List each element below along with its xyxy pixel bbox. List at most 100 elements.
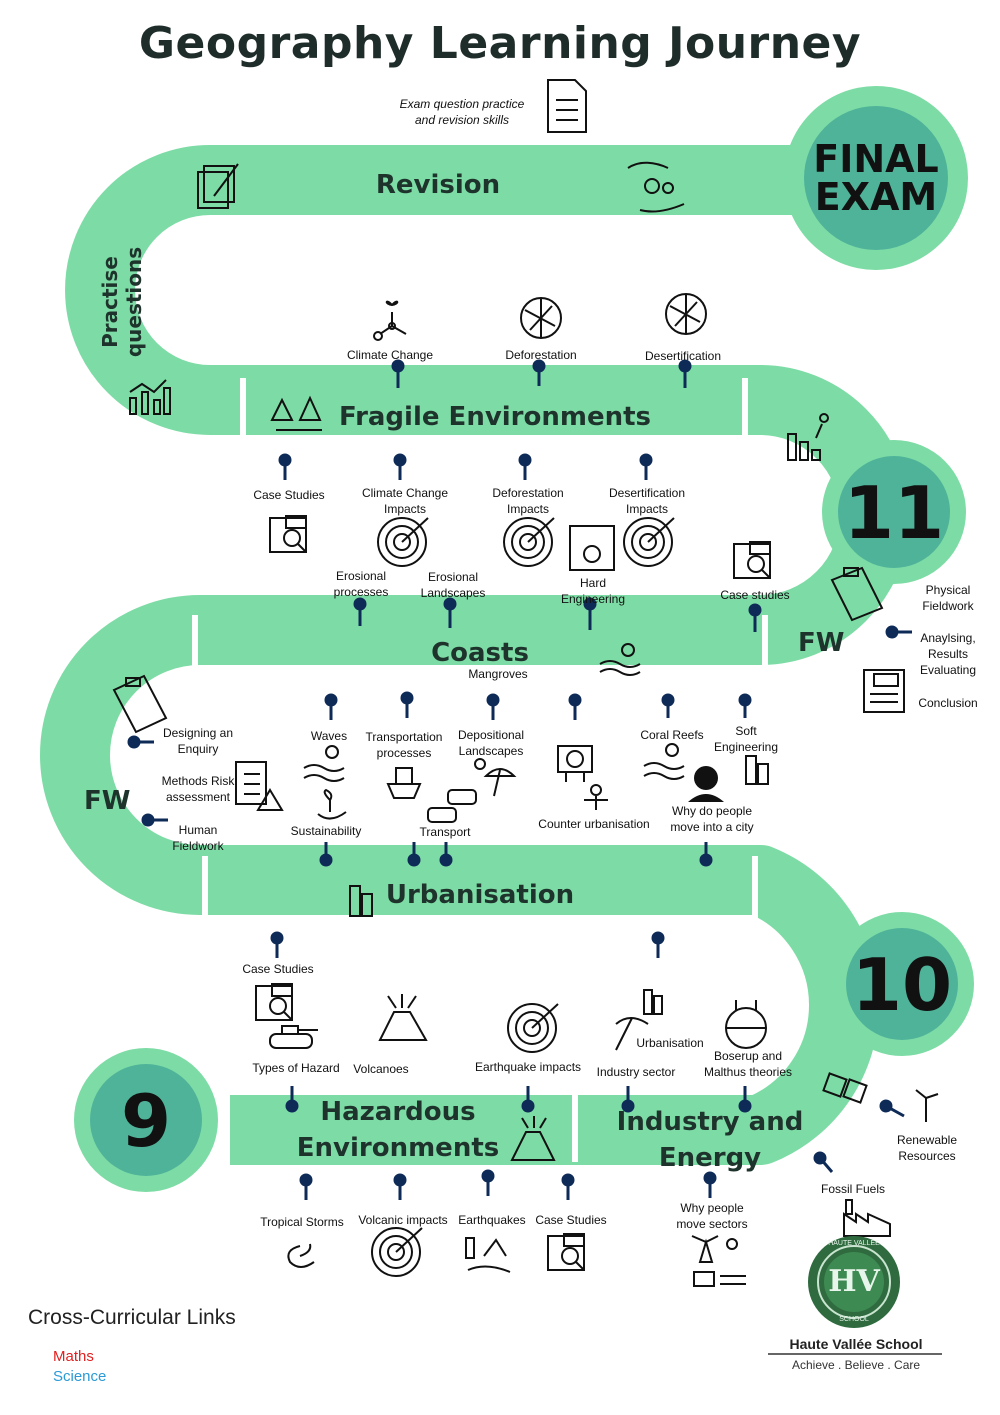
volcano-icon (378, 994, 428, 1041)
plant-hand-icon (317, 788, 347, 820)
school-logo (808, 1236, 900, 1328)
year-10-badge (830, 912, 974, 1056)
clipboard-icon (112, 674, 168, 734)
label-case-studies: Case Studies (253, 488, 325, 502)
volcano-icon (510, 1116, 556, 1161)
globe-icon (520, 297, 562, 339)
label-waves: Waves (310, 729, 348, 743)
pin-head (285, 1099, 299, 1113)
label-coral-reefs: Coral Reefs (640, 728, 704, 742)
pin-head (651, 931, 665, 945)
pin-head (486, 693, 500, 707)
pin-head (813, 1151, 827, 1165)
tank-icon (269, 1025, 318, 1049)
label-industry-sector: Industry sector (596, 1065, 676, 1079)
solar-panels-icon (822, 1072, 868, 1104)
pin-head (141, 813, 155, 827)
pin-head (319, 853, 333, 867)
case-study-icon (269, 515, 307, 553)
cars-icon (427, 789, 477, 823)
fieldwork-left: FW (84, 786, 131, 816)
checklist-warning-icon (235, 761, 284, 811)
pickaxe-city-icon (615, 989, 663, 1051)
case-study-icon (547, 1233, 585, 1271)
notepad-pencil-icon (197, 163, 239, 209)
person-icon (584, 784, 608, 810)
year-10-label: 10 (851, 943, 953, 1027)
label-urbanisation: Urbanisation (636, 1036, 704, 1050)
label-volcanoes: Volcanoes (353, 1062, 409, 1076)
billboard-globe-icon (557, 745, 593, 782)
label-types-hazard: Types of Hazard (252, 1061, 340, 1075)
sun-waves-icon (643, 743, 685, 780)
pin-head (621, 1099, 635, 1113)
pin-head (699, 853, 713, 867)
document-icon (547, 79, 587, 133)
pin-head (561, 1173, 575, 1187)
pin-head (391, 359, 405, 373)
glossary-icon (863, 669, 905, 713)
year-11-badge (822, 440, 966, 584)
fieldwork-right: FW (798, 628, 845, 658)
earthquake-icon (465, 1237, 511, 1273)
pin-head (127, 735, 141, 749)
label-earthquakes: Earthquakes (458, 1213, 526, 1227)
label-mangroves: Mangroves (468, 667, 528, 681)
pin-head (885, 625, 899, 639)
band-urbanisation: Urbanisation (385, 880, 575, 910)
label-desertification: Desertification (644, 349, 722, 363)
school-logo-ring-top: HAUTE VALLÉE (828, 1240, 880, 1247)
label-deforestation: Deforestation (505, 348, 577, 362)
pin-head (324, 693, 338, 707)
case-study-icon (733, 541, 771, 579)
maths-link: Maths (53, 1348, 94, 1365)
climate-change-icon (373, 300, 407, 341)
label-volcanic-impacts: Volcanic impacts (358, 1213, 448, 1227)
final-exam-badge (784, 86, 968, 270)
pin-head (703, 1171, 717, 1185)
year-9-label: 9 (120, 1079, 172, 1163)
label-counter-urbanisation: Counter urbanisation (538, 817, 650, 831)
target-icon (503, 517, 555, 567)
target-icon (507, 1003, 559, 1053)
school-name: Haute Vallée School (789, 1336, 923, 1352)
school-motto: Achieve . Believe . Care (791, 1358, 921, 1372)
science-link: Science (53, 1368, 107, 1385)
pin-head (270, 931, 284, 945)
pin-head (532, 359, 546, 373)
pin-head (400, 691, 414, 705)
band-fragile-environments: Fragile Environments (338, 402, 652, 432)
label-case-studies: Case Studies (242, 962, 314, 976)
growth-chart-icon (129, 379, 171, 415)
label-sustainability: Sustainability (290, 824, 362, 838)
beach-icon (474, 758, 517, 797)
label-earthquake-impacts: Earthquake impacts (474, 1060, 582, 1074)
ship-icon (386, 767, 422, 799)
pin-head (278, 453, 292, 467)
pin-head (583, 597, 597, 611)
clipboard-icon (830, 566, 884, 622)
pin-head (439, 853, 453, 867)
hurricane-icon (287, 1243, 315, 1268)
pin-head (521, 1099, 535, 1113)
pin-head (678, 359, 692, 373)
label-climate-change: Climate Change (346, 348, 434, 362)
person-silhouette-icon (688, 766, 724, 802)
